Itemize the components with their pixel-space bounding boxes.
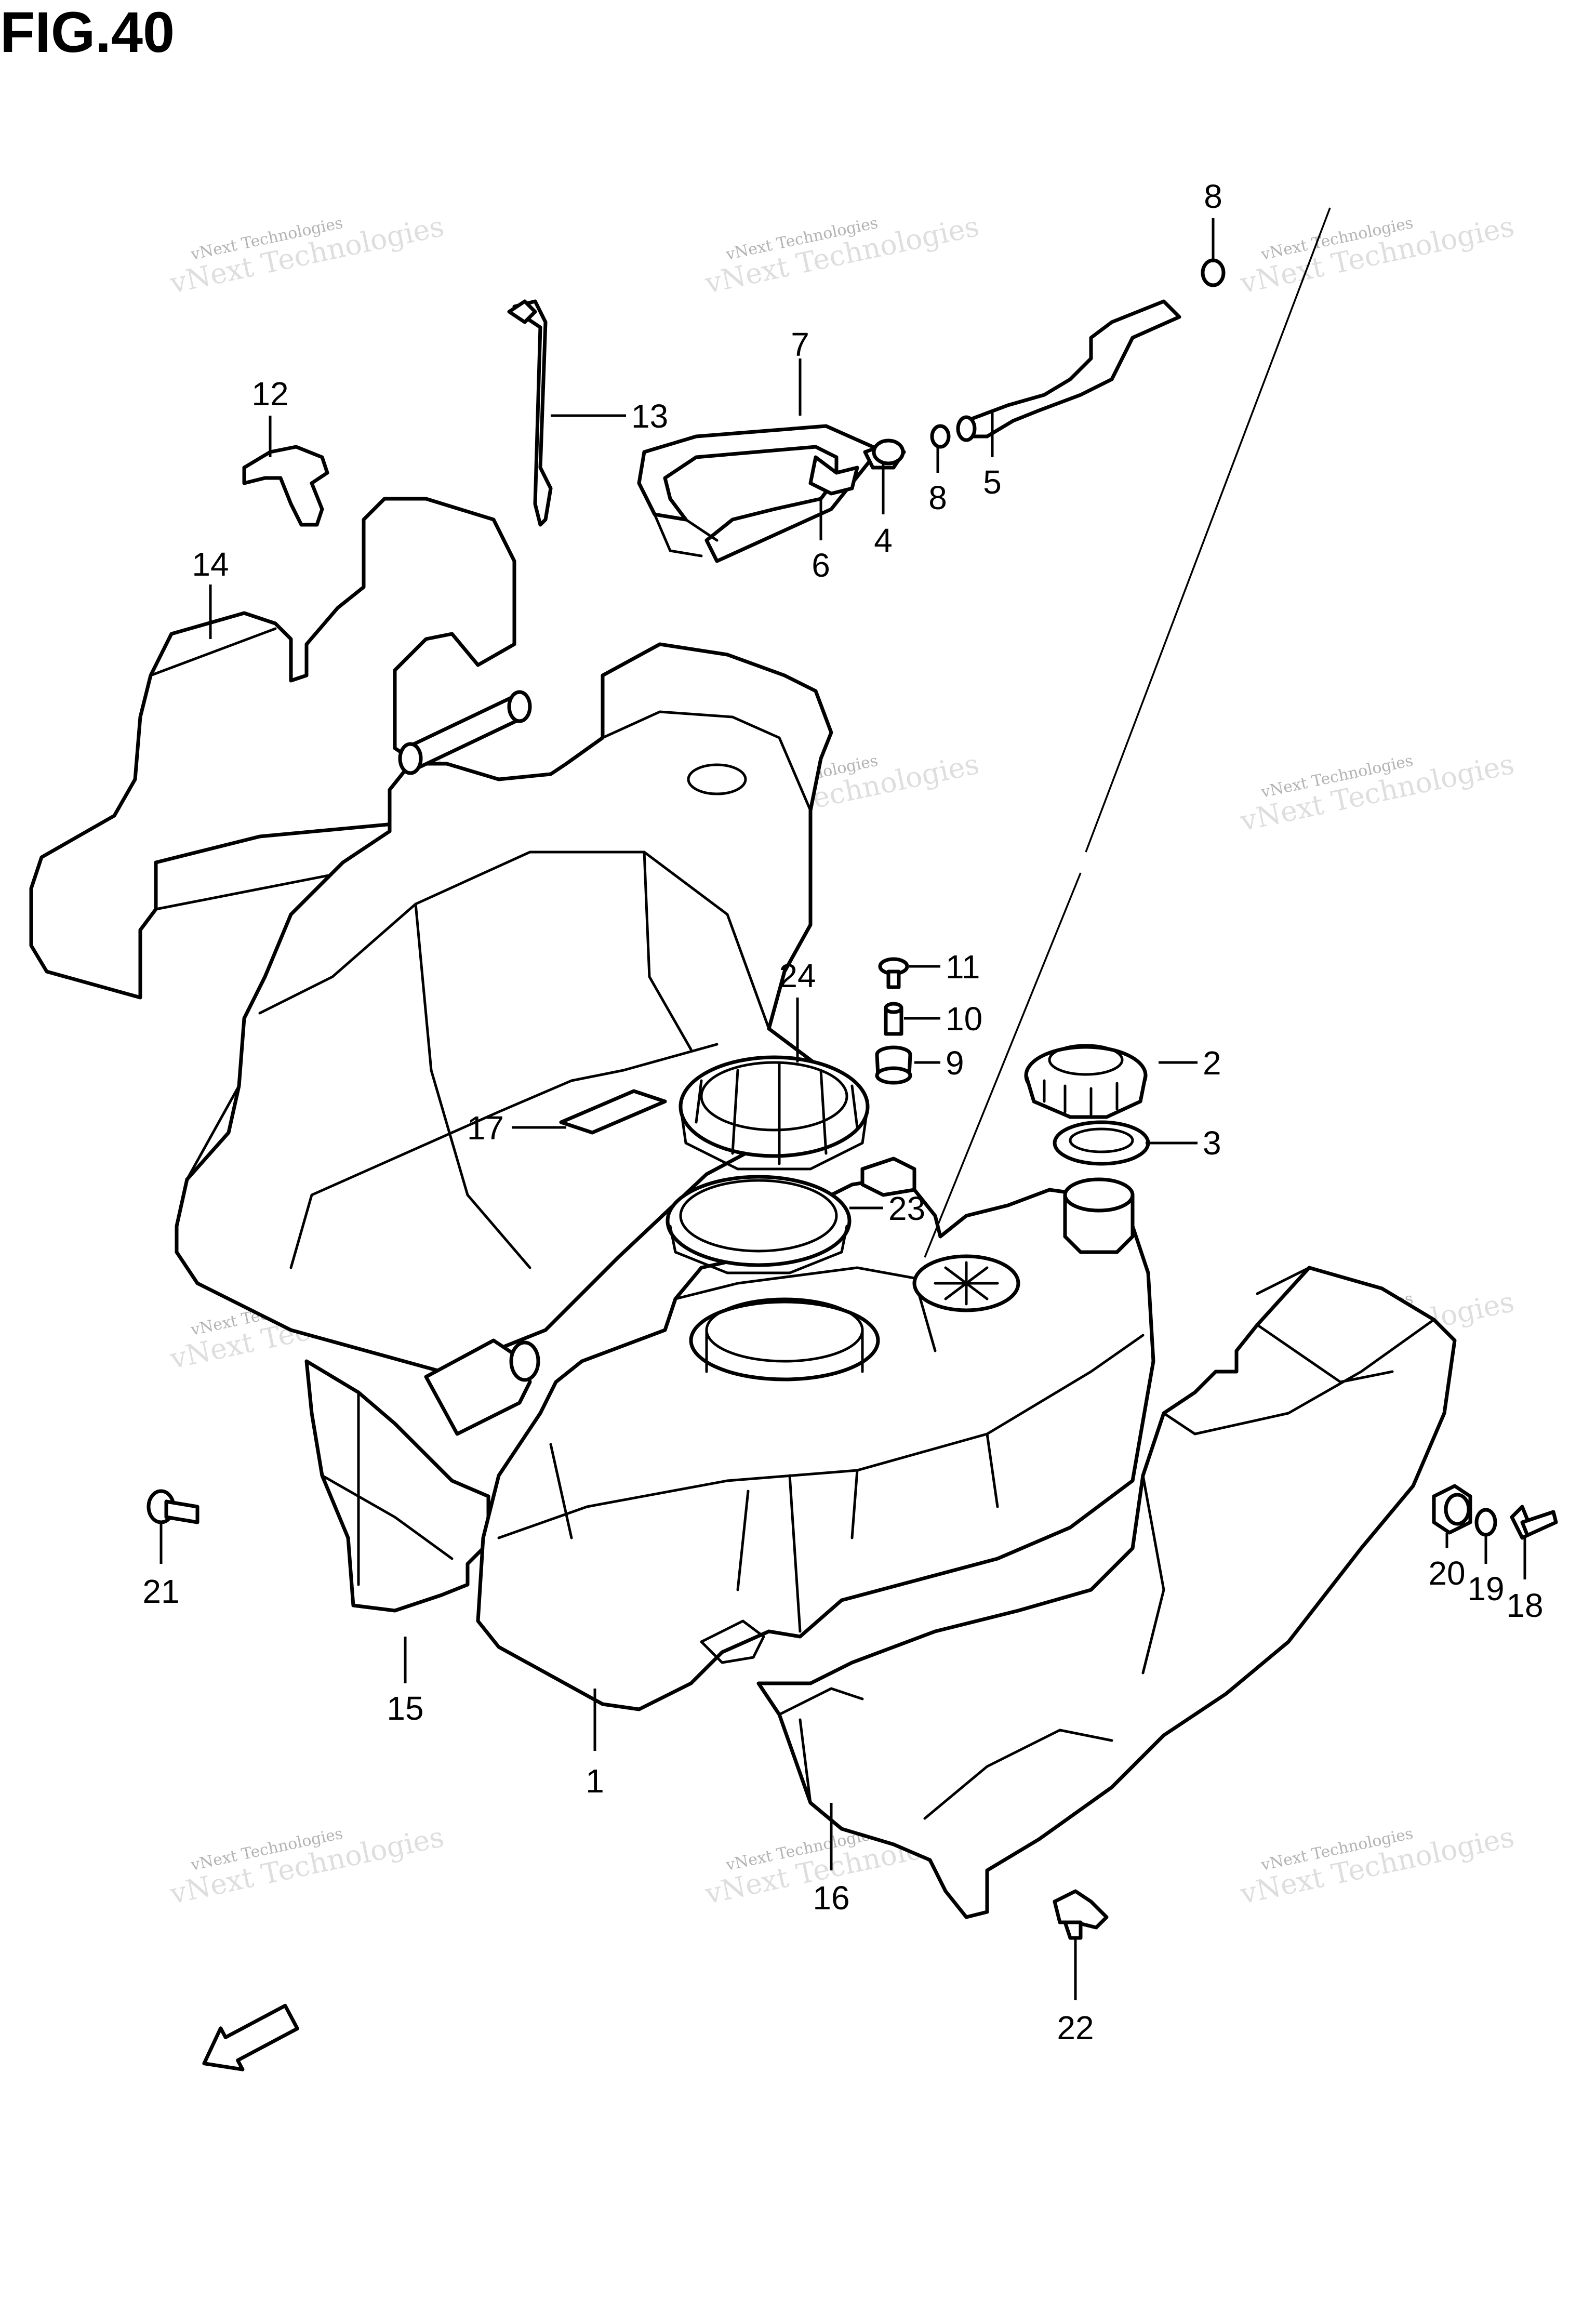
- callout-9: 9: [946, 1044, 964, 1082]
- part-24-ring: [679, 1055, 870, 1171]
- callout-20: 20: [1428, 1554, 1465, 1592]
- part-12-clamp: [242, 445, 329, 527]
- leader-lines: [159, 218, 1526, 2000]
- part-10-collar: [884, 1002, 903, 1036]
- part-9-grommet: [875, 1045, 912, 1085]
- part-11-bolt: [878, 957, 909, 989]
- callout-6: 6: [812, 547, 830, 584]
- part-19-washer: [1474, 1508, 1497, 1537]
- forward-direction-marker: FWD: [202, 2003, 299, 2071]
- part-14-side-panel: [29, 497, 516, 1000]
- part-13-cable-tie: [507, 299, 553, 527]
- callout-12: 12: [251, 375, 288, 413]
- callout-1: 1: [586, 1762, 604, 1800]
- callout-3: 3: [1203, 1124, 1221, 1162]
- callout-8-upper: 8: [1204, 178, 1222, 215]
- watermark: vNext Technologies vNext Technologies: [1237, 210, 1517, 300]
- callout-labels: 1 2 3 4 5 6 7 8 8 9 10 11 12 13 14 15 16…: [142, 178, 1543, 2047]
- callout-19: 19: [1467, 1570, 1504, 1607]
- part-17-label: [559, 1089, 667, 1135]
- part-20-collar: [1432, 1484, 1472, 1535]
- callout-23: 23: [888, 1190, 925, 1227]
- callout-4: 4: [874, 522, 893, 559]
- callout-11: 11: [946, 948, 980, 986]
- callout-8-lower: 8: [928, 479, 947, 516]
- part-21-bolt: [147, 1489, 200, 1524]
- watermark: vNext Technologies vNext Technologies: [167, 1821, 447, 1910]
- hose-assembly: [637, 207, 1331, 1258]
- callout-16: 16: [813, 1879, 849, 1917]
- callout-13: 13: [631, 397, 668, 435]
- callout-18: 18: [1506, 1587, 1543, 1624]
- watermark: vNext Technologies vNext Technologies: [167, 210, 447, 300]
- part-2-fuel-cap: [1024, 1044, 1148, 1119]
- figure-title: FIG.40: [0, 1, 175, 64]
- part-3-gasket: [1053, 1120, 1150, 1166]
- watermark: vNext Technologies vNext Technologies: [1237, 748, 1517, 838]
- part-22-rivet: [1053, 1889, 1109, 1940]
- watermark: vNext Technologies vNext Technologies: [1237, 1821, 1517, 1910]
- watermark: vNext Technologies vNext Technologies: [702, 210, 982, 300]
- callout-22: 22: [1057, 2009, 1094, 2047]
- frame-assembly: [175, 642, 854, 1436]
- callout-14: 14: [192, 546, 229, 583]
- callout-17: 17: [467, 1109, 504, 1147]
- part-1-fuel-tank: [476, 1177, 1155, 1711]
- callout-24: 24: [779, 957, 816, 994]
- callout-2: 2: [1203, 1044, 1221, 1082]
- part-15-lower-cover: [304, 1359, 490, 1613]
- callout-15: 15: [387, 1690, 423, 1727]
- callout-10: 10: [946, 1000, 982, 1038]
- part-16-side-cover: [756, 1266, 1457, 1919]
- part-18-bolt: [1510, 1505, 1558, 1540]
- callout-7: 7: [791, 326, 809, 363]
- callout-21: 21: [142, 1573, 179, 1610]
- part-23-gasket: [666, 1175, 852, 1274]
- callout-5: 5: [983, 463, 1002, 501]
- tank-mounting-tab: [860, 1157, 916, 1197]
